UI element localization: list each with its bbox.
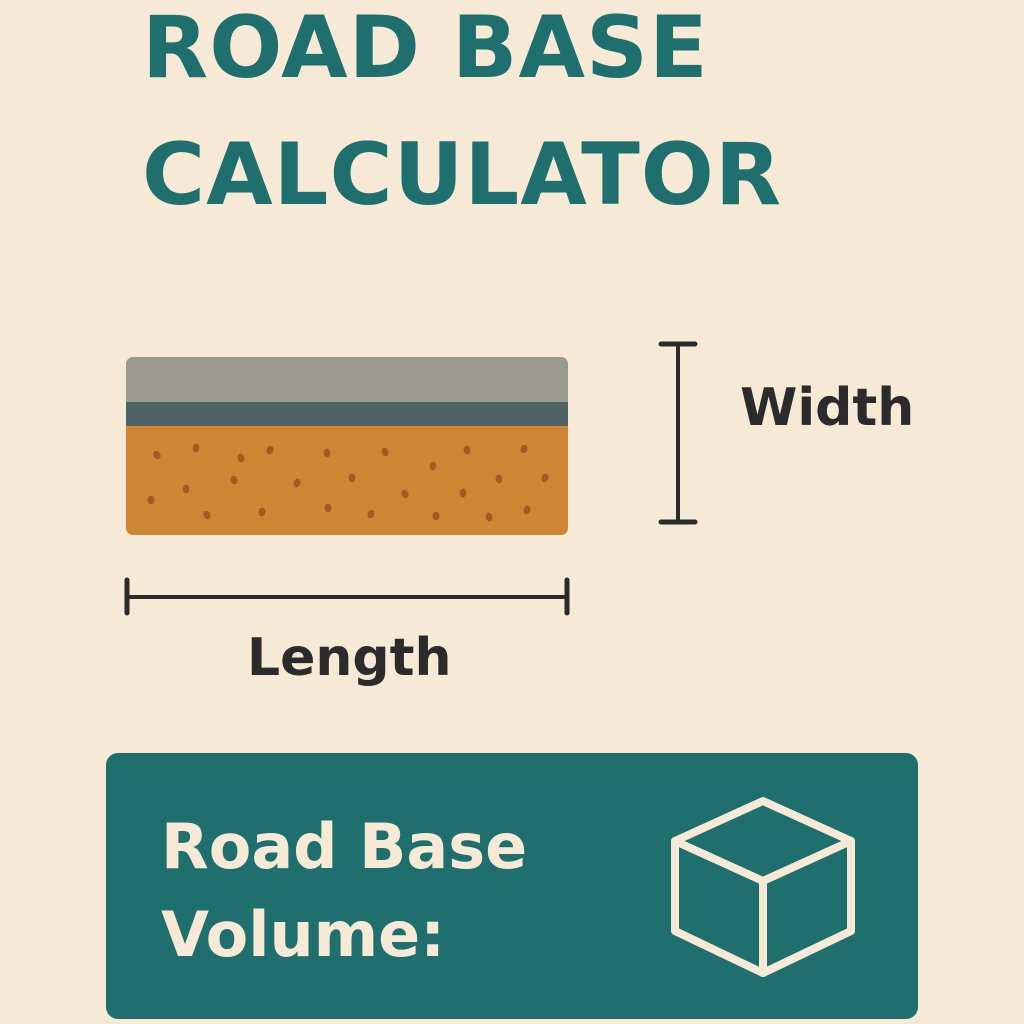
aggregate-speck bbox=[401, 489, 409, 499]
aggregate-specks bbox=[147, 443, 549, 522]
aggregate-speck bbox=[381, 447, 389, 457]
aggregate-speck bbox=[323, 448, 331, 458]
aggregate-speck bbox=[258, 507, 266, 517]
aggregate-speck bbox=[432, 511, 440, 521]
road-layers bbox=[126, 357, 568, 535]
aggregate-speck bbox=[266, 445, 274, 455]
page-title-line-2: CALCULATOR bbox=[142, 125, 783, 225]
aggregate-speck bbox=[182, 484, 190, 494]
aggregate-speck bbox=[237, 453, 245, 463]
binder-layer bbox=[126, 402, 568, 426]
aggregate-speck bbox=[541, 473, 549, 483]
aggregate-speck bbox=[429, 461, 437, 471]
result-panel: Road Base Volume: bbox=[106, 753, 918, 1019]
aggregate-speck bbox=[324, 503, 332, 513]
aggregate-speck bbox=[523, 505, 531, 515]
aggregate-speck bbox=[485, 512, 493, 522]
width-label: Width bbox=[740, 378, 915, 438]
aggregate-speck bbox=[203, 510, 211, 520]
base-layer bbox=[126, 426, 568, 535]
aggregate-speck bbox=[153, 450, 161, 460]
aggregate-speck bbox=[463, 445, 471, 455]
width-dimension-bar bbox=[658, 341, 698, 525]
aggregate-speck bbox=[230, 475, 238, 485]
aggregate-speck bbox=[459, 488, 467, 498]
page-title-line-1: ROAD BASE bbox=[142, 0, 709, 98]
length-dimension-bar bbox=[124, 577, 570, 616]
result-label: Road Base Volume: bbox=[161, 810, 528, 971]
cube-icon bbox=[671, 797, 855, 977]
aggregate-speck bbox=[495, 474, 503, 484]
surface-layer bbox=[126, 357, 568, 402]
aggregate-speck bbox=[367, 509, 375, 519]
aggregate-speck bbox=[293, 478, 301, 488]
aggregate-speck bbox=[520, 444, 528, 454]
aggregate-speck bbox=[192, 443, 200, 453]
aggregate-speck bbox=[348, 473, 356, 483]
length-label: Length bbox=[247, 628, 452, 688]
aggregate-speck bbox=[147, 495, 155, 505]
